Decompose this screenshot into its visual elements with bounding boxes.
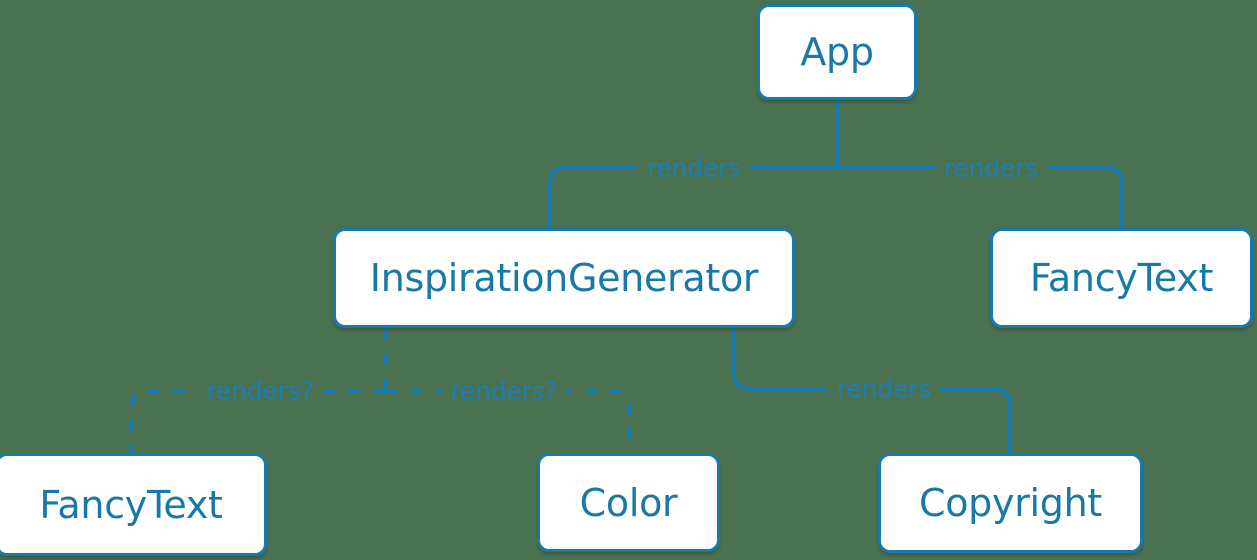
node-inspiration-generator-label: InspirationGenerator	[369, 256, 759, 300]
edge-app-to-fancytext-top	[835, 166, 1124, 230]
node-fancytext-bottom[interactable]: FancyText	[0, 453, 267, 556]
node-copyright-label: Copyright	[919, 481, 1102, 525]
edge-label-app-to-inspiration-generator: renders	[637, 155, 751, 181]
node-color[interactable]: Color	[537, 453, 720, 552]
edge-label-inspiration-to-fancytext: renders?	[197, 378, 323, 404]
node-inspiration-generator[interactable]: InspirationGenerator	[333, 228, 795, 328]
node-fancytext-bottom-label: FancyText	[39, 482, 223, 527]
edge-label-app-to-fancytext-top: renders	[934, 155, 1048, 181]
edge-inspiration-to-color	[385, 389, 631, 453]
node-fancytext-top[interactable]: FancyText	[990, 228, 1253, 328]
edge-app-to-inspiration-generator	[548, 166, 839, 230]
edge-label-inspiration-to-color: renders?	[441, 378, 567, 404]
edge-label-inspiration-to-copyright: renders	[827, 376, 941, 402]
node-color-label: Color	[579, 480, 678, 525]
node-app[interactable]: App	[757, 4, 917, 100]
node-fancytext-top-label: FancyText	[1029, 256, 1214, 300]
node-app-label: App	[800, 30, 874, 74]
node-copyright[interactable]: Copyright	[878, 453, 1143, 553]
